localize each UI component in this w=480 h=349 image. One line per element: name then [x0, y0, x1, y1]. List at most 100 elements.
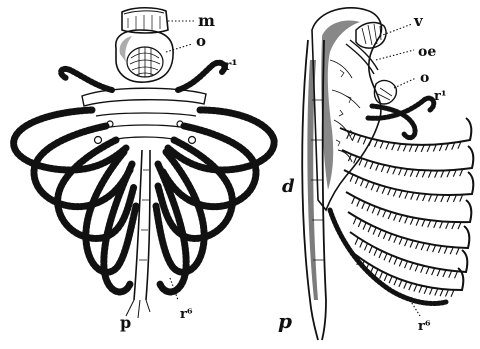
comb-pinnule — [440, 289, 443, 296]
left-arm-fan — [14, 110, 274, 292]
comb-pinnule — [380, 272, 383, 279]
right-specimen: v oe o r¹ d p r⁶ — [278, 8, 473, 340]
comb-pinnule — [451, 290, 454, 297]
right-leader-oe — [376, 50, 414, 60]
comb-pinnule — [441, 195, 444, 202]
comb-pinnule — [355, 177, 358, 184]
comb-pinnule — [380, 141, 383, 148]
comb-pinnule — [384, 274, 387, 281]
comb-pinnule — [416, 242, 419, 249]
comb-pinnule — [428, 171, 431, 178]
comb-pinnule — [399, 191, 402, 198]
comb-pinnule — [383, 210, 386, 217]
right-label-p: p — [278, 309, 292, 333]
comb-pinnule — [393, 189, 396, 196]
comb-pinnule — [352, 134, 355, 141]
comb-pinnule — [386, 142, 389, 149]
comb-pinnule — [383, 232, 386, 239]
right-label-r6: r⁶ — [418, 319, 431, 334]
comb-pinnule — [399, 238, 402, 245]
comb-pinnule — [414, 285, 417, 292]
comb-pinnule — [415, 145, 418, 152]
comb-pinnule — [446, 290, 449, 297]
right-label-r1: r¹ — [434, 89, 447, 104]
comb-pinnule — [394, 258, 397, 265]
comb-pinnule — [362, 202, 365, 209]
comb-pinnule — [392, 143, 395, 150]
comb-pinnule — [375, 269, 378, 276]
comb-pinnule — [353, 217, 356, 224]
comb-pinnule — [437, 269, 440, 276]
comb-pinnule — [458, 222, 461, 229]
left-mouth-tube — [122, 8, 168, 33]
left-label-p: p — [120, 313, 131, 332]
comb-pinnule — [421, 266, 424, 273]
comb-pinnule — [403, 144, 406, 151]
left-label-o: o — [196, 32, 206, 50]
comb-pinnule — [394, 278, 397, 285]
comb-pinnule — [410, 218, 413, 225]
comb-pinnule — [409, 145, 412, 152]
comb-pinnule — [393, 167, 396, 174]
comb-pinnule — [419, 286, 422, 293]
comb-pinnule — [394, 236, 397, 243]
comb-pinnule — [369, 246, 372, 253]
comb-pinnule — [405, 192, 408, 199]
comb-pinnule — [377, 208, 380, 215]
comb-pinnule — [424, 287, 427, 294]
left-label-r1: r¹ — [224, 58, 238, 74]
comb-pinnule — [427, 145, 430, 152]
comb-pinnule — [405, 216, 408, 223]
comb-pinnule — [404, 282, 407, 289]
comb-pinnule — [381, 165, 384, 172]
comb-pinnule — [456, 248, 459, 255]
comb-pinnule — [378, 230, 381, 237]
comb-pinnule — [428, 220, 431, 227]
comb-pinnule — [373, 228, 376, 235]
comb-pinnule — [388, 188, 391, 195]
comb-pinnule — [411, 193, 414, 200]
comb-pinnule — [389, 234, 392, 241]
comb-pinnule — [357, 200, 360, 207]
left-calyx — [116, 30, 173, 82]
comb-pinnule — [376, 164, 379, 171]
comb-pinnule — [365, 243, 368, 250]
comb-pinnule — [440, 221, 443, 228]
comb-pinnule — [363, 223, 366, 230]
comb-pinnule — [358, 220, 361, 227]
comb-pinnule — [427, 244, 430, 251]
comb-pinnule — [433, 245, 436, 252]
comb-pinnule — [399, 259, 402, 266]
comb-pinnule — [371, 183, 374, 190]
comb-pinnule — [399, 168, 402, 175]
right-label-v: v — [413, 12, 424, 30]
comb-pinnule — [375, 140, 378, 147]
comb-pinnule — [421, 145, 424, 152]
comb-pinnule — [426, 267, 429, 274]
left-cross-bar — [82, 88, 206, 106]
comb-pinnule — [366, 181, 369, 188]
comb-pinnule — [399, 215, 402, 222]
left-label-m: m — [198, 11, 215, 30]
comb-pinnule — [417, 193, 420, 200]
comb-pinnule — [443, 270, 446, 277]
comb-pinnule — [368, 225, 371, 232]
comb-pinnule — [432, 268, 435, 275]
left-label-r6: r⁶ — [180, 307, 193, 322]
comb-pinnule — [444, 247, 447, 254]
comb-pinnule — [384, 253, 387, 260]
comb-pinnule — [410, 263, 413, 270]
comb-pinnule — [352, 197, 355, 204]
comb-pinnule — [430, 288, 433, 295]
comb-pinnule — [367, 204, 370, 211]
comb-pinnule — [365, 160, 368, 167]
right-label-d: d — [282, 176, 295, 197]
comb-pinnule — [450, 247, 453, 254]
comb-pinnule — [429, 195, 432, 202]
comb-pinnule — [415, 264, 418, 271]
comb-pinnule — [387, 166, 390, 173]
comb-pinnule — [358, 136, 361, 143]
comb-pinnule — [377, 185, 380, 192]
